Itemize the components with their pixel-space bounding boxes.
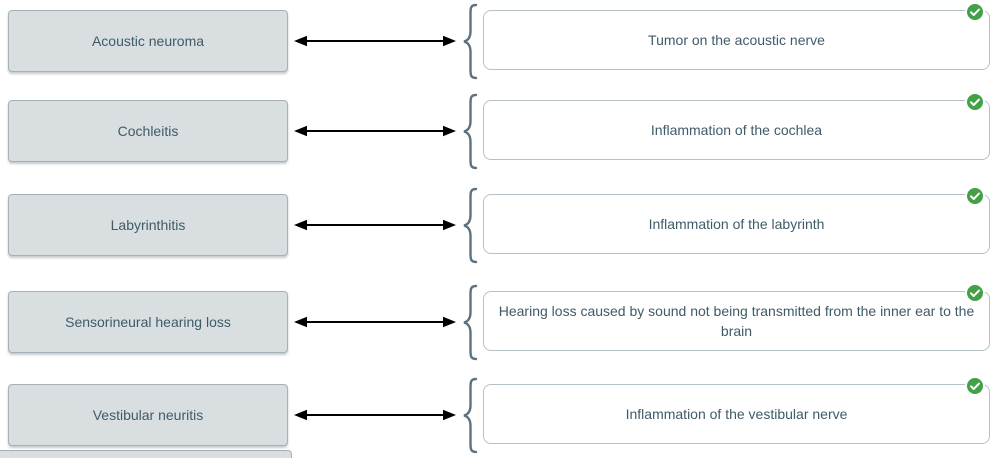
term-label: Cochleitis [117,123,179,139]
definition-box[interactable]: Inflammation of the labyrinth [483,186,990,254]
check-circle-icon [965,92,985,112]
term-label: Acoustic neuroma [91,33,205,49]
term-box[interactable]: Labyrinthitis [8,194,288,256]
match-row: Cochleitis Inflammation of the cochlea [0,92,1000,170]
curly-brace-icon [458,187,480,264]
term-box[interactable]: Cochleitis [8,100,288,162]
term-box[interactable]: Acoustic neuroma [8,10,288,72]
term-box[interactable]: Sensorineural hearing loss [8,291,288,353]
curly-brace-icon [458,3,480,80]
check-circle-icon [965,283,985,303]
check-circle-icon [965,2,985,22]
match-row: Vestibular neuritis Inflammation of the … [0,376,1000,454]
definition-box[interactable]: Tumor on the acoustic nerve [483,2,990,70]
definition-box[interactable]: Hearing loss caused by sound not being t… [483,283,990,351]
definition-label: Inflammation of the labyrinth [648,215,825,232]
term-label: Vestibular neuritis [92,407,204,423]
check-circle-icon [965,186,985,206]
double-arrow-icon [294,218,456,232]
double-arrow-icon [294,34,456,48]
match-row: Labyrinthitis Inflammation of the labyri… [0,186,1000,264]
check-circle-icon [965,376,985,396]
term-label: Labyrinthitis [110,217,186,233]
double-arrow-icon [294,408,456,422]
double-arrow-icon [294,315,456,329]
match-row: Acoustic neuroma Tumor on the acoustic n… [0,2,1000,80]
match-row: Sensorineural hearing loss Hearing loss … [0,283,1000,361]
definition-box[interactable]: Inflammation of the cochlea [483,92,990,160]
definition-label: Inflammation of the cochlea [650,121,823,138]
term-box[interactable]: Vestibular neuritis [8,384,288,446]
definition-label: Tumor on the acoustic nerve [648,31,825,48]
curly-brace-icon [458,377,480,454]
definition-box[interactable]: Inflammation of the vestibular nerve [483,376,990,444]
double-arrow-icon [294,124,456,138]
definition-label: Hearing loss caused by sound not being t… [498,302,975,339]
partial-next-term-box [0,450,292,458]
term-label: Sensorineural hearing loss [65,314,231,330]
definition-label: Inflammation of the vestibular nerve [625,405,848,422]
curly-brace-icon [458,93,480,170]
curly-brace-icon [458,284,480,361]
